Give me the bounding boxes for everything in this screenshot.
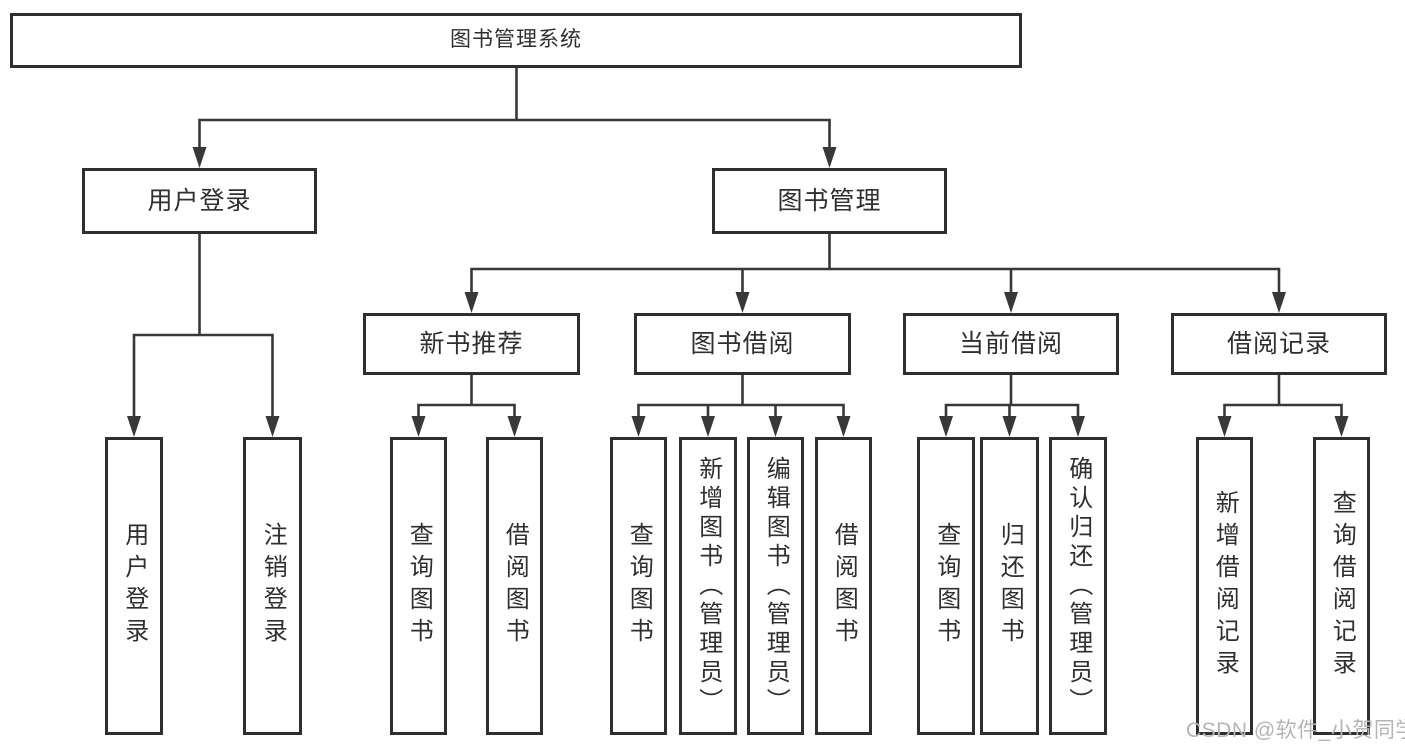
node-book-borrow: 图书借阅 [634,313,851,375]
arrow-down-icon [1334,416,1349,437]
node-book-management: 图书管理 [712,168,947,234]
arrow-down-icon [464,292,479,313]
arrow-down-icon [507,416,522,437]
node-user-login: 用户登录 [82,168,317,234]
edge-newrec-to-leaves [417,373,516,422]
edge-bookmgmt-to-level3 [470,232,1281,298]
edge-records-to-leaves [1223,373,1343,422]
arrow-down-icon [631,416,646,437]
arrow-down-icon [939,416,953,437]
arrow-down-icon [192,147,207,168]
leaf-borrow-books-2: 借阅图书 [815,437,872,735]
edge-root-to-level2 [198,66,831,152]
leaf-confirm-return-admin: 确认归还（管理员） [1049,437,1107,735]
edge-userlogin-to-leaves [132,232,274,422]
leaf-borrow-books-1: 借阅图书 [486,437,543,735]
node-library-management-system: 图书管理系统 [10,13,1022,68]
leaf-query-books-2: 查询图书 [610,437,667,735]
leaf-add-borrow-record: 新增借阅记录 [1196,437,1253,735]
node-current-borrow: 当前借阅 [903,313,1119,375]
leaf-return-book: 归还图书 [980,437,1039,735]
leaf-query-books-1: 查询图书 [390,437,447,735]
arrow-down-icon [1071,416,1085,437]
node-new-book-recommend: 新书推荐 [363,313,580,375]
arrow-down-icon [735,292,750,313]
arrow-down-icon [768,416,783,437]
arrow-down-icon [701,416,715,437]
leaf-query-books-3: 查询图书 [917,437,975,735]
arrow-down-icon [1002,416,1017,437]
arrowheads [127,147,1349,437]
csdn-watermark: CSDN @软件_小贺同学 [1186,719,1405,742]
arrow-down-icon [836,416,851,437]
arrow-down-icon [265,416,280,437]
leaf-add-book-admin: 新增图书（管理员） [679,437,737,735]
leaf-logout: 注销登录 [243,437,302,735]
arrow-down-icon [411,416,426,437]
arrow-down-icon [1217,416,1232,437]
arrow-down-icon [822,147,837,168]
edge-bookborrow-to-leaves [637,373,845,422]
leaf-user-login: 用户登录 [105,437,163,735]
leaf-query-borrow-record: 查询借阅记录 [1313,437,1370,735]
node-borrow-records: 借阅记录 [1171,313,1387,375]
arrow-down-icon [127,416,141,437]
arrow-down-icon [1272,292,1286,313]
arrow-down-icon [1004,292,1018,313]
leaf-edit-book-admin: 编辑图书（管理员） [747,437,804,735]
edge-current-to-leaves [944,373,1080,422]
